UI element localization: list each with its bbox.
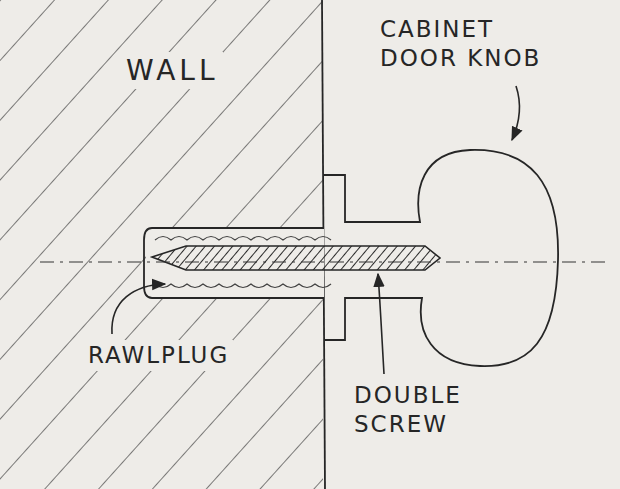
double-screw [152,246,440,270]
part-label: DOUBLE SCREW [350,380,498,440]
rawlplug-ribs [155,237,331,241]
part-label: CABINET DOOR KNOB [376,14,574,74]
rawlplug-ribs [155,284,331,288]
leader-line [112,284,165,334]
leader-line [378,274,384,374]
part-label: RAWLPLUG [84,340,233,371]
leader-line [512,86,519,140]
wall-hatching [0,0,323,489]
centre-line [40,261,605,262]
part-label: WALL [122,52,223,89]
